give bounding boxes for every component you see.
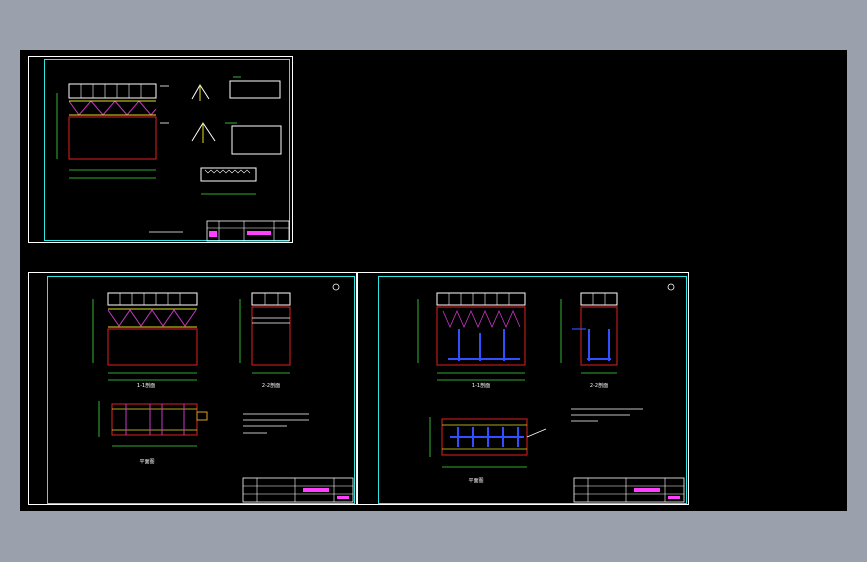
section-2-2-view: 2-2剖面 bbox=[239, 292, 291, 389]
drawing-sheet-1[interactable] bbox=[28, 56, 293, 243]
title-block bbox=[242, 477, 354, 503]
plan-view: 平面图 bbox=[429, 417, 547, 484]
elevation-1-1-caption: 1-1剖面 bbox=[137, 382, 155, 389]
drawing-sheet-2[interactable]: 1-1剖面 2-2剖面 bbox=[28, 272, 357, 505]
detail-b-view bbox=[191, 122, 282, 155]
sheet-1-drawing bbox=[56, 76, 290, 242]
frame-elevation-view bbox=[56, 83, 169, 179]
title-block bbox=[573, 477, 685, 503]
elevation-1-1-view: 1-1剖面 bbox=[92, 292, 198, 389]
elevation-1-1-caption: 1-1剖面 bbox=[472, 382, 490, 389]
drawing-sheet-3[interactable]: 1-1剖面 2-2剖面 bbox=[357, 272, 689, 505]
detail-a-view bbox=[191, 76, 281, 101]
sheet-2-drawing: 1-1剖面 2-2剖面 bbox=[92, 283, 354, 503]
plan-view: 平面图 bbox=[98, 401, 208, 465]
model-space-canvas[interactable]: 1-1剖面 2-2剖面 bbox=[20, 50, 847, 511]
section-2-2-view: 2-2剖面 bbox=[560, 292, 618, 389]
notes-block bbox=[571, 408, 643, 422]
notes-block bbox=[243, 413, 309, 434]
title-block bbox=[206, 220, 290, 242]
sheet-1-border bbox=[44, 59, 290, 241]
elevation-1-1-view: 1-1剖面 bbox=[417, 292, 526, 389]
sheet-3-border bbox=[378, 276, 687, 504]
plan-caption: 平面图 bbox=[139, 459, 154, 465]
plan-caption: 平面图 bbox=[468, 478, 483, 484]
sheet-2-border bbox=[47, 276, 355, 504]
detail-c-view bbox=[149, 167, 257, 233]
section-2-2-caption: 2-2剖面 bbox=[262, 382, 280, 389]
section-2-2-caption: 2-2剖面 bbox=[590, 382, 608, 389]
sheet-3-drawing: 1-1剖面 2-2剖面 bbox=[417, 283, 685, 503]
